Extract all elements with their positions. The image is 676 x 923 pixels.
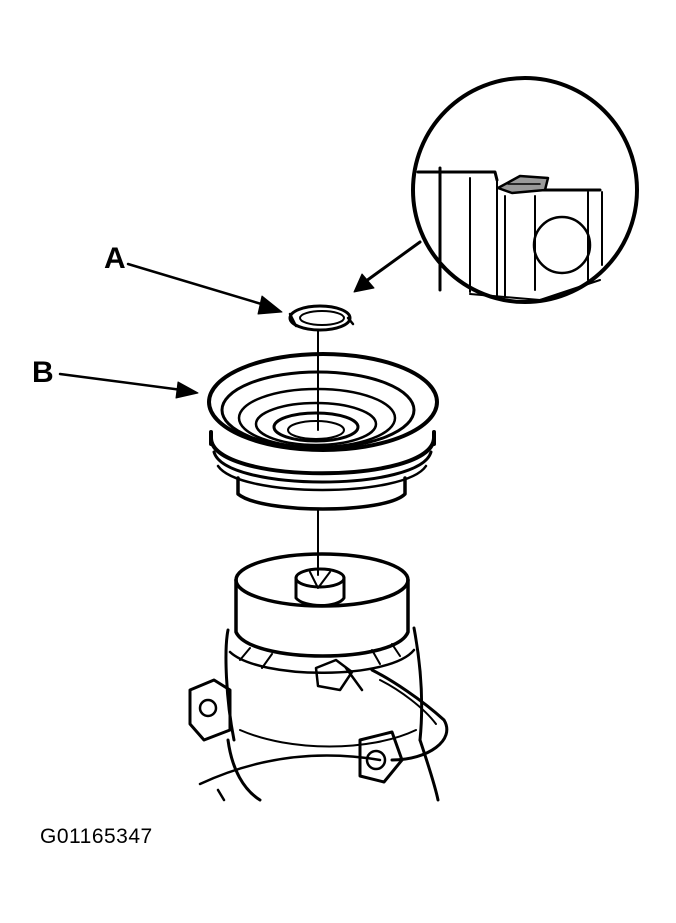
- snap-ring: [288, 304, 355, 332]
- leader-arrow-a: [126, 262, 283, 315]
- detail-inset: [411, 76, 639, 304]
- callout-b-label: B: [32, 356, 54, 389]
- inset-arrow: [353, 240, 422, 293]
- pulley: [207, 352, 439, 511]
- leader-arrow-b: [58, 372, 199, 399]
- figure-code: G01165347: [40, 825, 153, 848]
- compressor-clutch: [188, 552, 449, 802]
- callout-a-label: A: [104, 242, 126, 275]
